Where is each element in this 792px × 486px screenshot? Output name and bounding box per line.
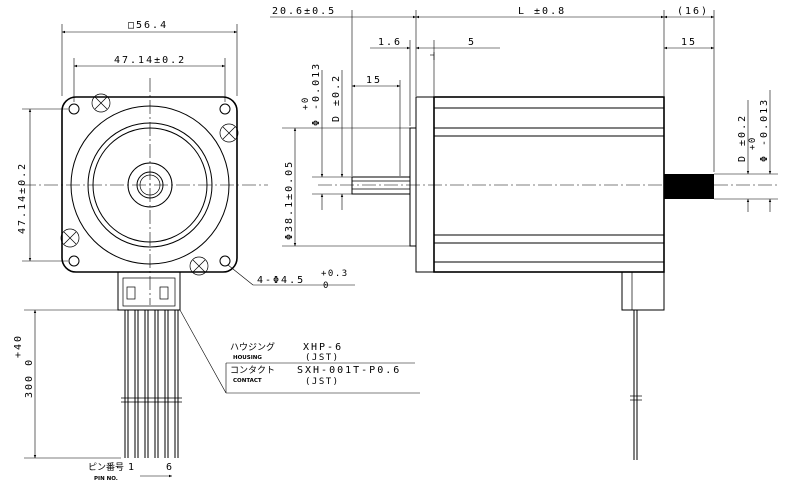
front-view: □56.4 47.14±0.2 47.14±0.2 4-Φ4.5 +0.3 0 … — [13, 20, 420, 482]
rear-shaft-dia-plus: +0 — [748, 136, 758, 150]
flange-dia-label: Φ38.1±0.05 — [284, 160, 295, 240]
rear-extension: (16) — [677, 6, 709, 17]
housing-en: HOUSING — [233, 355, 262, 361]
housing-maker: (JST) — [305, 353, 340, 363]
hole-tol-zero: 0 — [323, 281, 330, 291]
screw-icons — [60, 93, 239, 276]
flange-to-body: 5 — [468, 37, 476, 48]
front-shaft-dia-d: D ±0.2 — [331, 74, 342, 122]
hole-pitch-h-label: 47.14±0.2 — [114, 55, 186, 66]
rear-shaft-length: 15 — [681, 37, 697, 48]
contact-jp: コンタクト — [230, 365, 275, 376]
contact-maker: (JST) — [305, 377, 340, 387]
lead-length-plus: +40 — [13, 334, 24, 358]
connector-housing — [117, 271, 181, 311]
flange-thickness: 1.6 — [378, 37, 402, 48]
housing-jp: ハウジング — [230, 341, 275, 353]
contact-en: CONTACT — [233, 378, 262, 384]
rear-shaft-dia-d: D ±0.2 — [737, 114, 748, 162]
front-shaft-dia-plus: +0 — [301, 96, 311, 110]
front-shaft-dia-phi: Φ -0.013 — [311, 62, 322, 126]
pin-last: 6 — [166, 462, 174, 473]
pin-label-jp: ピン番号 — [88, 461, 124, 473]
pin-label-en: PIN NO. — [94, 476, 118, 482]
housing-part: XHP-6 — [303, 342, 343, 353]
rear-shaft — [664, 174, 714, 199]
body-length: L ±0.8 — [518, 6, 566, 17]
contact-part: SXH-001T-P0.6 — [297, 365, 401, 376]
pin-first: 1 — [128, 462, 136, 473]
lead-wires — [121, 310, 182, 458]
mounting-holes — [68, 103, 231, 267]
square-size-label: □56.4 — [128, 20, 168, 31]
rear-shaft-dia-phi: Φ -0.013 — [759, 98, 770, 162]
side-view: 20.6±0.5 L ±0.8 (16) 1.6 5 15 15 Φ38.1±0… — [270, 6, 778, 460]
hole-tol-plus: +0.3 — [321, 269, 349, 279]
hole-pitch-v-label: 47.14±0.2 — [17, 162, 28, 234]
hole-spec-label: 4-Φ4.5 — [257, 275, 305, 286]
front-shaft-flat: 15 — [366, 75, 382, 86]
lead-length-main: 300 0 — [24, 358, 35, 398]
front-shaft-length: 20.6±0.5 — [272, 6, 336, 17]
motor-body — [433, 96, 665, 273]
